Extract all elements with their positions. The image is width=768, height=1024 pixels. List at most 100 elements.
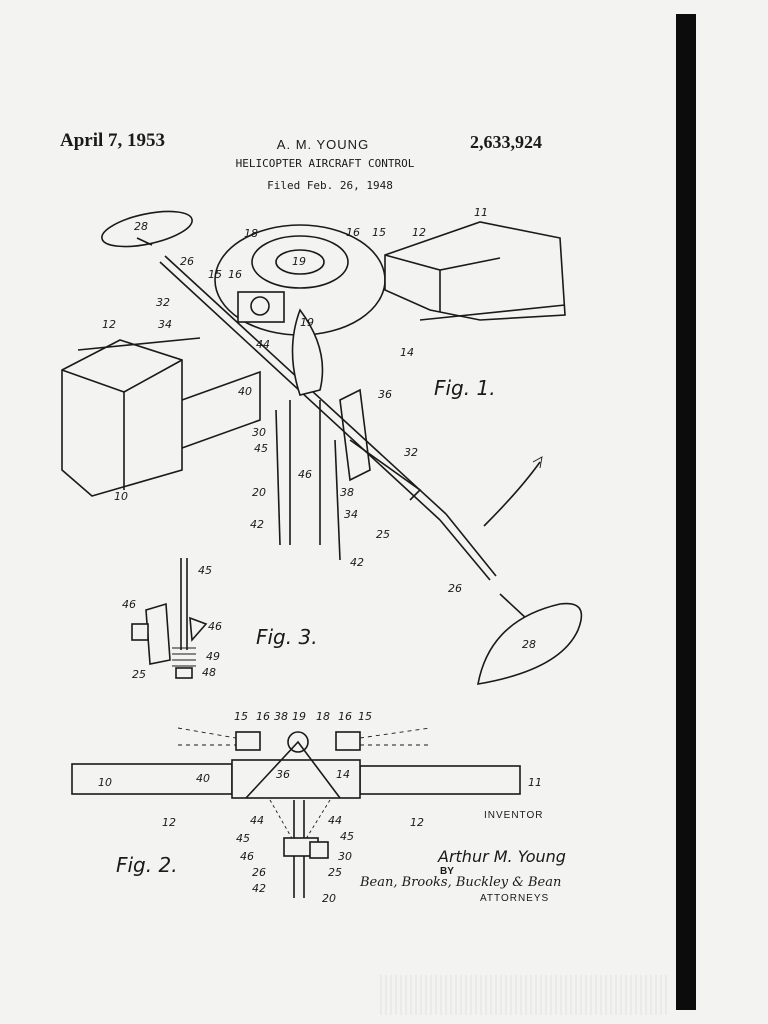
fig1-rod-42-left xyxy=(275,409,281,546)
fig2-ref-25: 25 xyxy=(328,866,342,879)
fig1-ref-34-left: 34 xyxy=(158,318,172,331)
fig2-links xyxy=(269,799,331,843)
fig1-label: Fig. 1. xyxy=(434,376,496,400)
fig1-ref-32-left: 32 xyxy=(156,296,170,309)
fig3-ref-46-right: 46 xyxy=(208,620,222,633)
fig1-ref-28-lower: 28 xyxy=(522,638,536,651)
patent-title: HELICOPTER AIRCRAFT CONTROL xyxy=(235,157,415,170)
fig1-ref-15-left: 15 xyxy=(208,268,222,281)
fig2-hub xyxy=(231,759,361,799)
patent-filed-date: Filed Feb. 26, 1948 xyxy=(267,179,393,192)
fig2-ref-30: 30 xyxy=(338,850,352,863)
fig2-ref-19: 19 xyxy=(292,710,306,723)
fig2-ref-38: 38 xyxy=(274,710,288,723)
fig1-ref-11: 11 xyxy=(474,206,488,219)
fig1-arrow-head xyxy=(532,456,543,469)
fig2-diagonal xyxy=(245,740,341,799)
fig2-ref-16-right: 16 xyxy=(338,710,352,723)
fig1-ref-44: 44 xyxy=(256,338,270,351)
fig2-label: Fig. 2. xyxy=(116,853,178,877)
fig1-ref-28-upper: 28 xyxy=(134,220,148,233)
fig2-ref-36: 36 xyxy=(276,768,290,781)
fig2-ref-14: 14 xyxy=(336,768,350,781)
fig2-blade-left xyxy=(71,763,233,795)
fig2-rays xyxy=(177,727,431,746)
fig1-blade-root-right xyxy=(384,221,566,321)
fig2-ref-12-left: 12 xyxy=(162,816,176,829)
fig1-blade-root-right-edges xyxy=(384,254,501,312)
fig2-ref-45-right: 45 xyxy=(340,830,354,843)
fig1-ref-16-left: 16 xyxy=(228,268,242,281)
fig1-ref-42-right: 42 xyxy=(350,556,364,569)
fig2-ref-10: 10 xyxy=(98,776,112,789)
fig3-label: Fig. 3. xyxy=(256,625,318,649)
fig1-ref-14: 14 xyxy=(400,346,414,359)
fig3-block xyxy=(145,602,171,665)
fig1-gimbal-pivot xyxy=(250,296,270,316)
fig3-ref-45: 45 xyxy=(198,564,212,577)
fig3-ref-25: 25 xyxy=(132,668,146,681)
fig2-drawing: Fig. 2. 15 16 38 19 18 16 15 10 40 36 14… xyxy=(71,710,542,905)
inventor-label: INVENTOR xyxy=(484,810,544,821)
scan-noise xyxy=(380,975,670,1015)
fig1-ref-40: 40 xyxy=(238,385,252,398)
fig1-ref-19-lower: 19 xyxy=(300,316,314,329)
fig1-blade-root-left xyxy=(61,339,183,497)
fig1-ref-45: 45 xyxy=(254,442,268,455)
fig1-ref-34-right: 34 xyxy=(344,508,358,521)
fig2-ref-20: 20 xyxy=(322,892,336,905)
fig2-collar-block xyxy=(309,841,329,859)
fig2-hub-pivot xyxy=(287,731,309,753)
fig2-bearing-right xyxy=(335,731,361,751)
fig3-ref-49: 49 xyxy=(206,650,220,663)
fig1-control-bar-tip xyxy=(439,513,497,581)
fig3-nut xyxy=(131,623,149,641)
fig2-ref-44-left: 44 xyxy=(250,814,264,827)
fig1-ref-32-right: 32 xyxy=(404,446,418,459)
fig1-ref-12-left: 12 xyxy=(102,318,116,331)
fig1-ref-20: 20 xyxy=(252,486,266,499)
fig1-drawing: Fig. 1. 28 18 16 15 12 11 26 15 16 19 32… xyxy=(61,206,583,685)
fig1-ref-26-upper: 26 xyxy=(180,255,194,268)
by-label: BY xyxy=(440,866,454,877)
fig3-base-nut xyxy=(175,667,193,679)
fig1-ref-46: 46 xyxy=(298,468,312,481)
fig1-ref-15-upper: 15 xyxy=(372,226,386,239)
fig2-ref-15-left: 15 xyxy=(234,710,248,723)
fig3-ref-46-left: 46 xyxy=(122,598,136,611)
fig2-ref-18: 18 xyxy=(316,710,330,723)
fig2-bearing-left xyxy=(235,731,261,751)
fig3-drawing: Fig. 3. 45 46 46 49 25 48 xyxy=(122,558,318,681)
fig1-ref-30: 30 xyxy=(252,426,266,439)
fig1-blade-root-left-edges xyxy=(61,359,183,490)
attorneys-signature: Bean, Brooks, Buckley & Bean xyxy=(360,875,562,890)
fig2-ref-11: 11 xyxy=(528,776,542,789)
fig2-blade-right xyxy=(359,765,521,795)
fig1-mast xyxy=(289,400,321,545)
fig2-ref-12-right: 12 xyxy=(410,816,424,829)
fig1-disc-lower xyxy=(477,602,583,685)
fig1-ref-18: 18 xyxy=(244,227,258,240)
scan-edge-bar xyxy=(676,14,696,1010)
inventor-signature: Arthur M. Young xyxy=(438,847,566,866)
fig1-rod-right xyxy=(419,304,566,321)
patent-number: 2,633,924 xyxy=(470,132,542,152)
fig1-ref-16-upper: 16 xyxy=(346,226,360,239)
fig1-hub-center xyxy=(275,249,325,275)
fig1-disc-stem-lower xyxy=(499,593,529,621)
fig3-wedge xyxy=(189,616,208,642)
fig1-arm-left xyxy=(181,370,261,449)
fig2-ref-45-left: 45 xyxy=(236,832,250,845)
fig2-ref-42: 42 xyxy=(252,882,266,895)
fig1-rod-left xyxy=(77,337,201,351)
fig1-ref-42-left: 42 xyxy=(250,518,264,531)
fig1-linkage-36 xyxy=(339,388,371,482)
fig1-ref-26-lower: 26 xyxy=(448,582,462,595)
fig2-ref-26: 26 xyxy=(252,866,266,879)
fig1-ref-36: 36 xyxy=(378,388,392,401)
attorneys-label: ATTORNEYS xyxy=(480,893,550,904)
fig1-mast-section xyxy=(291,308,324,396)
fig1-linkage-32 xyxy=(349,439,422,501)
